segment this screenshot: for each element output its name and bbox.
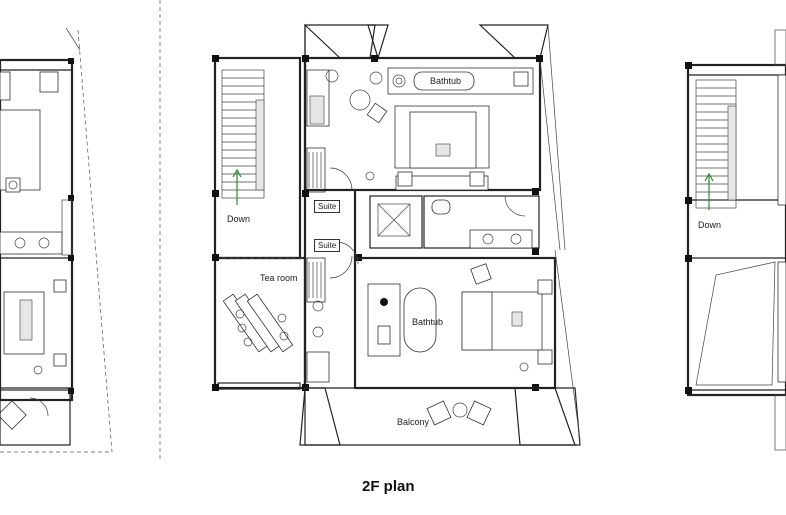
bathtub-label-lower: Bathtub bbox=[412, 317, 444, 327]
down-label-center: Down bbox=[227, 214, 251, 224]
suite-label-lower: Suite bbox=[314, 239, 341, 252]
down-label-right: Down bbox=[698, 220, 722, 230]
bathtub-label-upper: Bathtub bbox=[430, 76, 462, 86]
tea-room-label: Tea room bbox=[260, 273, 298, 283]
right-partial-plan bbox=[685, 29, 786, 451]
tea-table bbox=[222, 293, 294, 353]
left-partial-plan bbox=[0, 0, 161, 462]
plan-title: 2F plan bbox=[362, 478, 415, 495]
suite-label-upper: Suite bbox=[314, 200, 341, 213]
wardrobe-hatch-lower bbox=[308, 262, 322, 298]
center-2f-plan bbox=[212, 23, 581, 446]
balcony-label: Balcony bbox=[397, 417, 430, 427]
wardrobe-hatch bbox=[308, 152, 322, 188]
